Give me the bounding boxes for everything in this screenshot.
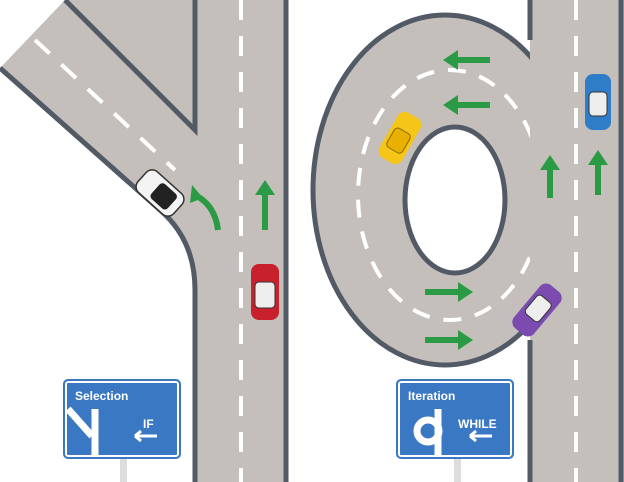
loop-hole <box>402 124 508 276</box>
car-yellow <box>378 111 422 165</box>
iteration-sign: Iteration WHILE <box>396 379 514 459</box>
arrows <box>193 57 601 343</box>
loop-road-icon <box>413 409 492 456</box>
sign-keyword: WHILE <box>458 417 497 431</box>
lane-divider <box>33 38 177 172</box>
car-blue <box>585 74 611 130</box>
sign-keyword: IF <box>143 417 154 431</box>
sign-post <box>120 458 127 482</box>
selection-road <box>0 0 286 482</box>
sign-title: Selection <box>75 389 129 403</box>
car-white <box>135 169 185 217</box>
sign-post <box>454 458 461 482</box>
car-red <box>251 264 279 320</box>
arrowheads <box>190 50 608 350</box>
fork-road-icon <box>65 406 157 456</box>
selection-sign: Selection IF <box>63 379 181 459</box>
sign-title: Iteration <box>408 389 456 403</box>
car-purple <box>512 283 562 337</box>
